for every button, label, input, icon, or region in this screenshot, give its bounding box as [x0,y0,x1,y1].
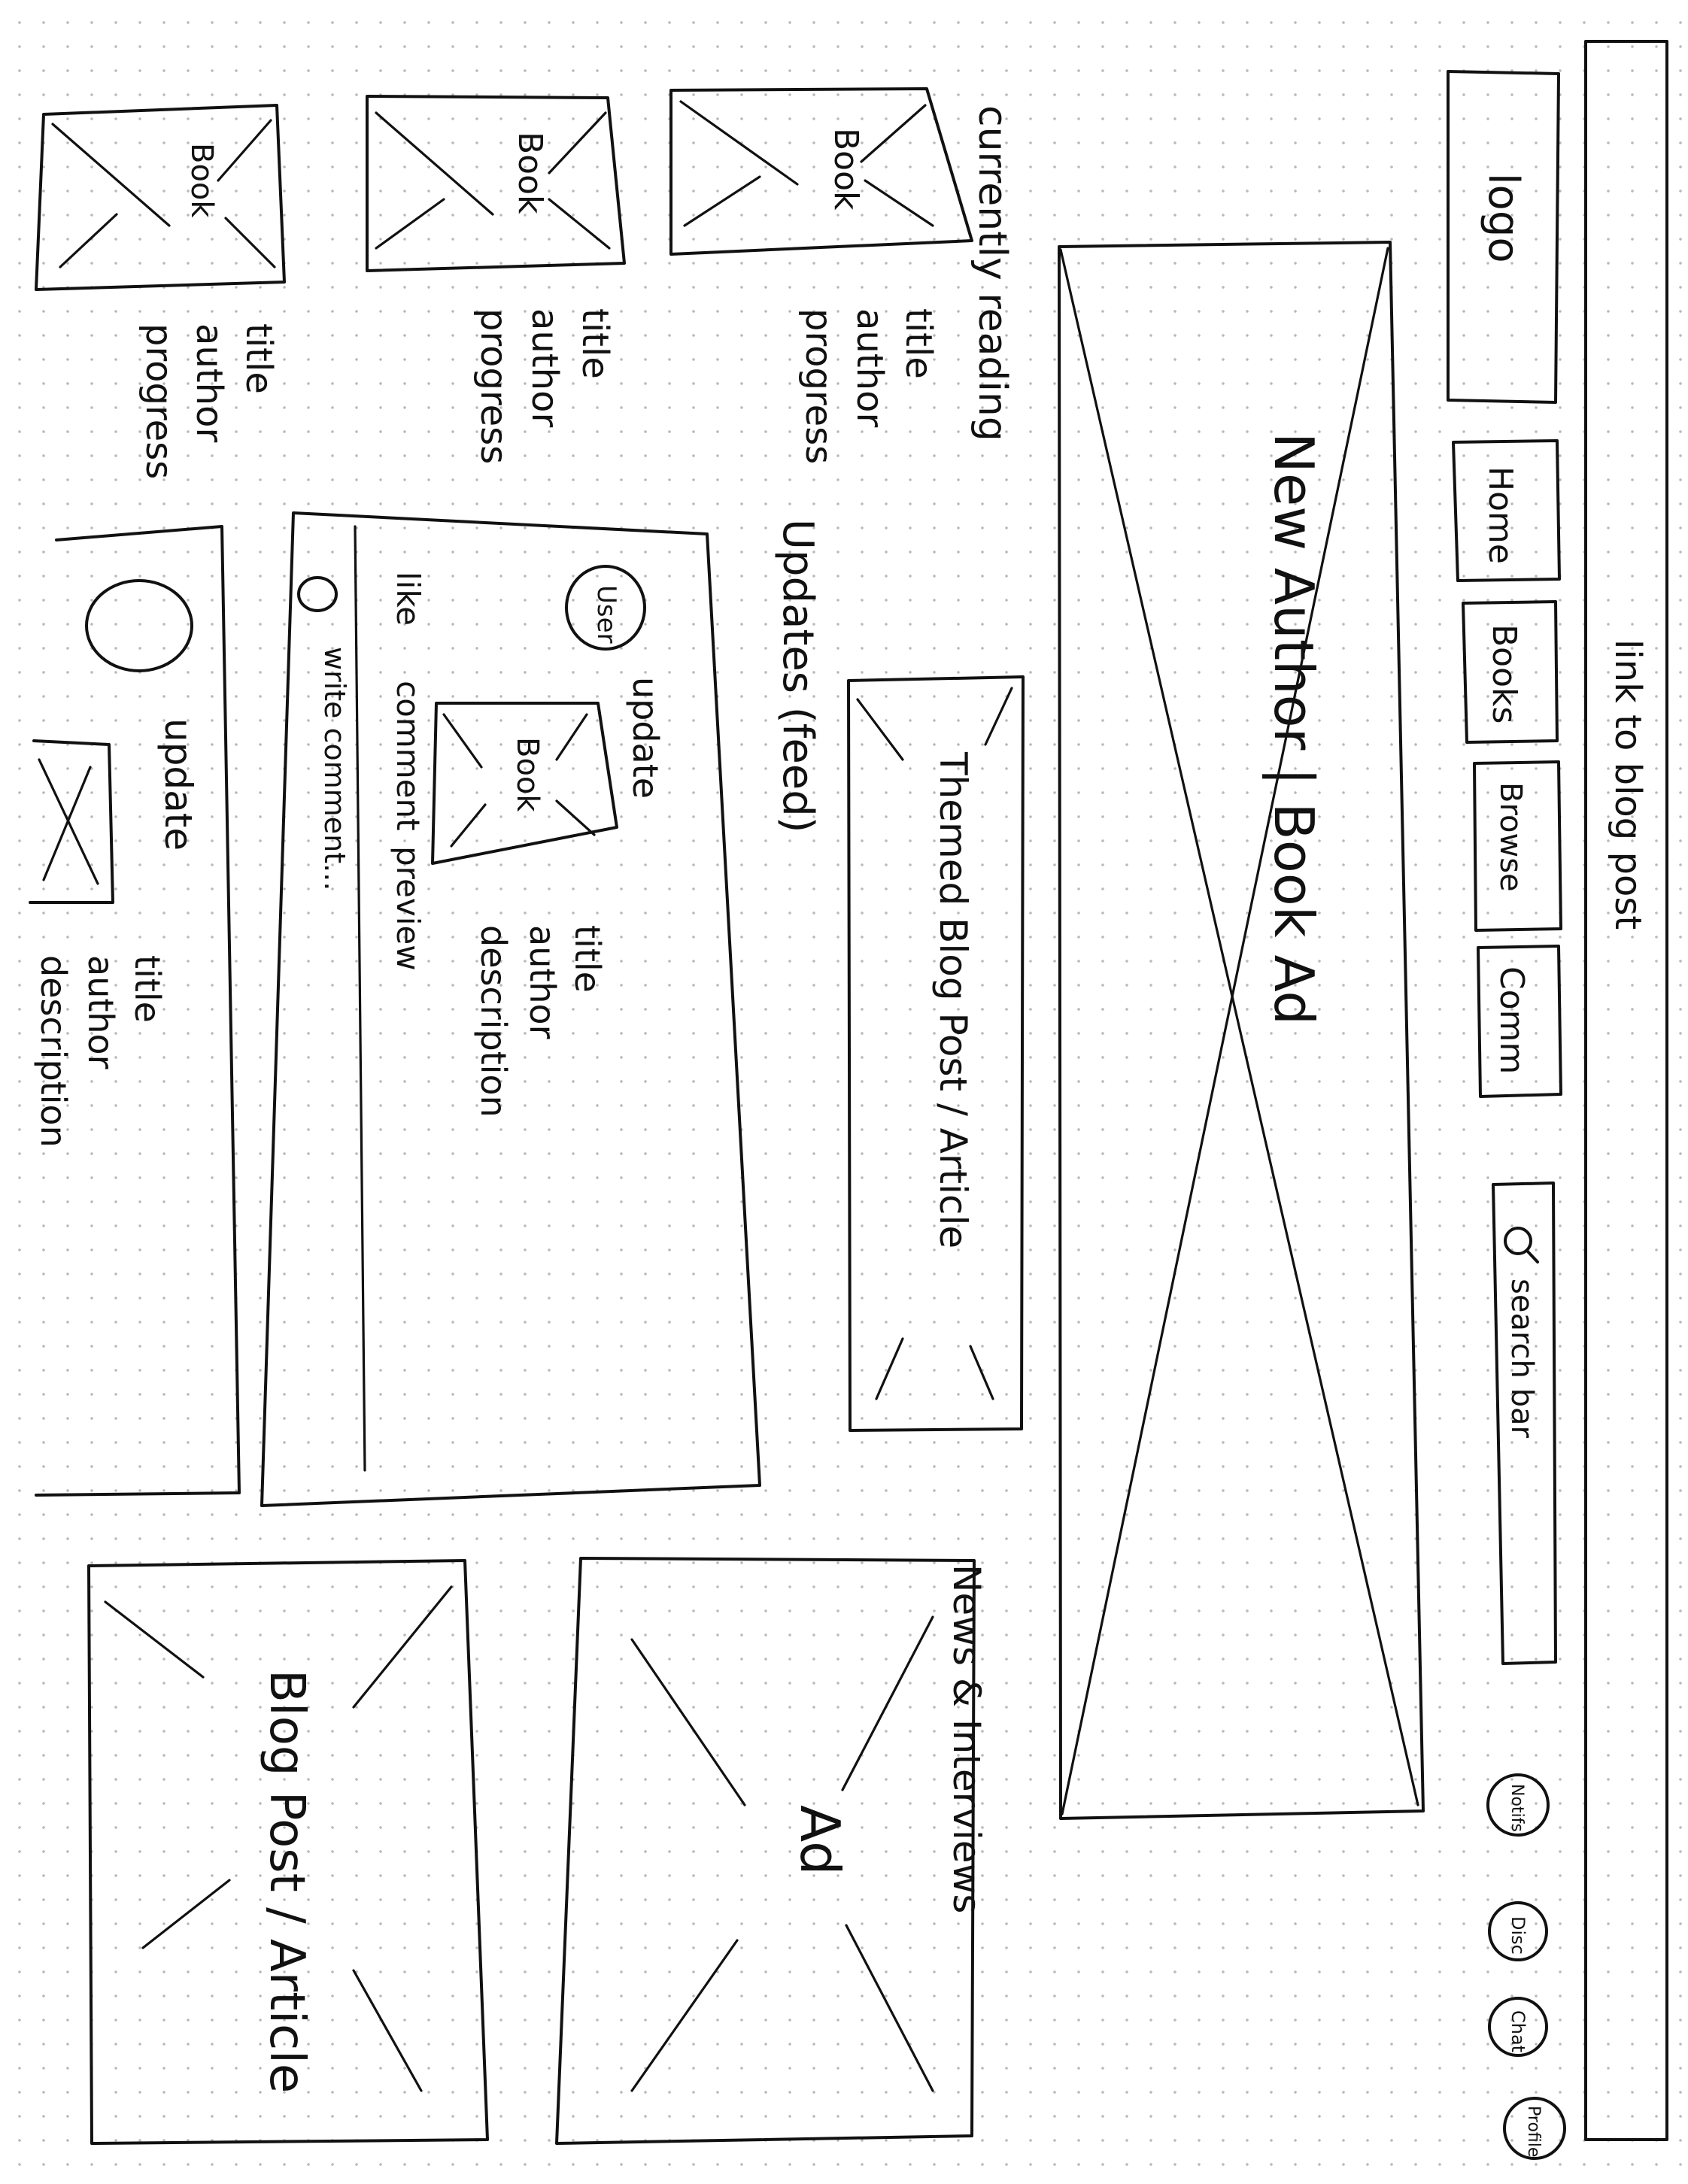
svg-text:Profile: Profile [1524,2106,1543,2157]
nav-home-label: Home [1481,466,1520,564]
svg-text:author: author [188,323,230,442]
comment-placeholder: write comment... [318,647,351,890]
svg-text:title: title [897,308,940,379]
news-blog-post-box[interactable]: Blog Post / Article [87,1559,489,2145]
update-2-image[interactable] [29,739,114,904]
svg-text:title: title [567,925,608,993]
logo-label: logo [1479,173,1528,263]
nav-comm[interactable]: Comm [1477,945,1562,1098]
news-ad-box[interactable]: Ad [555,1557,976,2145]
profile-icon[interactable]: Profile [1503,2097,1566,2160]
preview-button[interactable]: preview [390,846,427,971]
svg-text:title: title [238,323,280,394]
search-placeholder: search bar [1504,1279,1539,1438]
header-bar [1584,40,1668,2141]
update-text: update [625,677,666,799]
book-cover-3-label: Book [184,143,219,218]
book-cover-1[interactable]: Book [669,87,973,256]
nav-comm-label: Comm [1492,966,1531,1074]
hero-ad-banner[interactable]: New Author | Book Ad [1058,241,1425,1820]
book-cover-1-label: Book [827,128,865,211]
update-2-avatar[interactable] [85,579,193,672]
disc-icon[interactable]: Disc [1488,1901,1548,1961]
search-input[interactable]: search bar [1492,1181,1557,1665]
svg-text:Disc: Disc [1507,1916,1529,1955]
svg-text:author: author [80,955,121,1069]
book-1-meta: title author progress [797,308,940,464]
logo-box[interactable] [1447,70,1560,404]
update-2-text: update [156,718,200,851]
svg-text:title: title [127,955,168,1023]
svg-text:progress: progress [472,308,515,464]
link-to-blog-post[interactable]: link to blog post [1607,639,1649,930]
book-cover-2[interactable]: Book [366,95,626,272]
book-cover-2-label: Book [511,132,549,214]
updates-heading: Updates (feed) [773,519,822,833]
svg-text:Book: Book [510,737,545,812]
svg-text:author: author [849,308,891,427]
news-ad-label: Ad [788,1805,852,1876]
nav-books-label: Books [1485,624,1523,723]
comment-input[interactable]: write comment... [297,576,351,890]
svg-text:description: description [473,925,514,1118]
svg-text:description: description [33,955,74,1148]
currently-reading-heading: currently reading [970,105,1015,441]
nav-browse[interactable]: Browse [1473,760,1562,932]
svg-text:progress: progress [797,308,839,464]
news-heading: News & Interviews [945,1564,988,1913]
update-card-1: User update Book title author descriptio… [260,511,761,1507]
svg-text:author: author [524,308,566,427]
chat-icon[interactable]: Chat [1488,1997,1548,2057]
update-book-cover[interactable]: Book [431,702,618,865]
nav-books[interactable]: Books [1462,600,1559,744]
svg-text:title: title [574,308,616,379]
update-2-meta: title author description [33,955,168,1148]
update-book-meta: title author description [473,925,608,1118]
svg-text:author: author [522,925,563,1039]
svg-text:Chat: Chat [1507,2010,1529,2052]
search-icon [1504,1227,1539,1263]
svg-text:User: User [591,585,621,644]
svg-text:progress: progress [138,323,180,479]
themed-blog-post-label: Themed Blog Post / Article [931,751,975,1248]
hero-label: New Author | Book Ad [1261,432,1325,1025]
svg-text:Notifs: Notifs [1507,1784,1526,1832]
book-2-meta: title author progress [472,308,616,464]
book-3-meta: title author progress [138,323,280,479]
comment-button[interactable]: comment [390,681,427,831]
book-cover-3[interactable]: Book [35,104,286,291]
nav-browse-label: Browse [1493,782,1528,892]
news-blog-post-label: Blog Post / Article [259,1670,314,2093]
user-avatar[interactable]: User [565,565,646,651]
nav-home[interactable]: Home [1452,439,1561,582]
themed-blog-post-card[interactable]: Themed Blog Post / Article [847,675,1025,1432]
like-button[interactable]: like [390,572,427,626]
notifs-icon[interactable]: Notifs [1486,1773,1550,1837]
update-card-2: update title author description [29,525,241,1497]
